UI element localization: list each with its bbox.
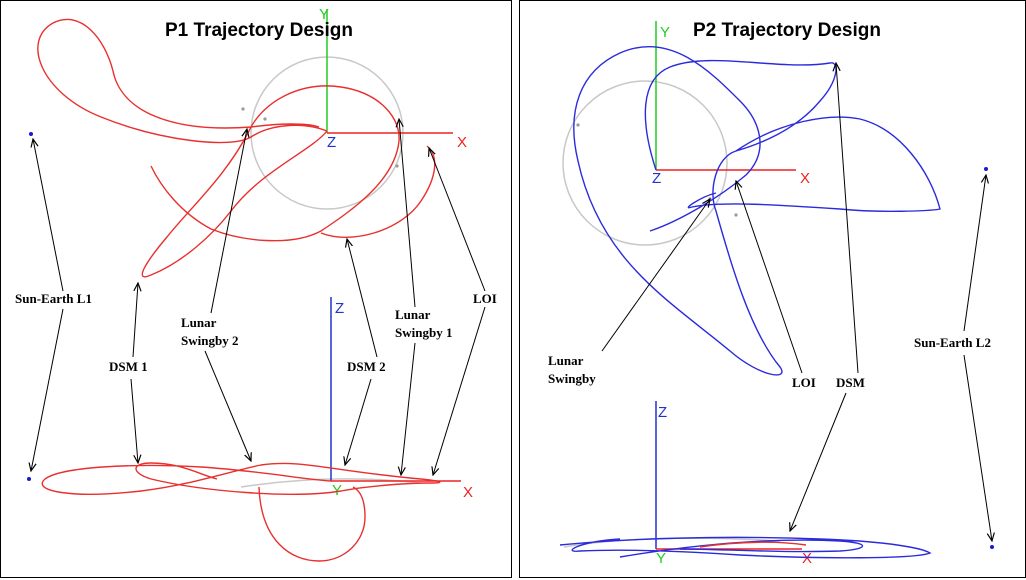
p2-label-lunar-swingby-line1: Lunar — [548, 353, 584, 368]
p1-arrow-loi-top — [429, 148, 486, 292]
p1-diagram: Y X Z Z X Y P1 Trajectory Design Sun-Ear… — [15, 6, 497, 562]
p1-bottom-z-label: Z — [335, 300, 344, 317]
p2-arrow-dsm-bottom — [790, 392, 847, 531]
p1-trajectory-side — [41, 462, 441, 562]
p1-point — [395, 164, 399, 168]
p1-label-lunar-swingby1-line2: Swingby 1 — [395, 325, 452, 340]
p1-label-lunar-swingby2-line1: Lunar — [181, 315, 217, 330]
p1-label-sun-earth-l1: Sun-Earth L1 — [15, 291, 92, 306]
p2-l2-point-top — [984, 167, 988, 171]
p2-label-sun-earth-l2: Sun-Earth L2 — [914, 335, 991, 350]
p1-arrow-dsm2-top — [347, 239, 378, 358]
p2-bottom-y-label: Y — [656, 550, 666, 567]
p2-top-x-label: X — [800, 170, 810, 187]
p1-panel: Y X Z Z X Y P1 Trajectory Design Sun-Ear… — [0, 0, 512, 578]
p2-moon-orbit-top — [562, 80, 728, 246]
p1-arrow-l1-bottom — [31, 308, 64, 471]
p1-label-lunar-swingby2-line2: Swingby 2 — [181, 333, 238, 348]
p2-title: P2 Trajectory Design — [693, 20, 881, 41]
p1-arrow-dsm2-bottom — [345, 378, 372, 465]
p1-l1-point-top — [29, 132, 33, 136]
p2-point — [576, 123, 580, 127]
p2-label-loi: LOI — [792, 375, 816, 390]
p1-label-dsm2: DSM 2 — [347, 359, 386, 374]
p2-bottom-x-label: X — [802, 550, 812, 567]
p1-top-y-label: Y — [319, 6, 329, 23]
p1-bottom-x-label: X — [463, 484, 473, 501]
p2-trajectory-side-highlight — [699, 541, 807, 548]
p1-point — [263, 117, 267, 121]
p1-bottom-y-label: Y — [332, 482, 342, 499]
p2-l2-point-bottom — [990, 545, 994, 549]
p1-arrow-l1-top — [33, 139, 64, 292]
p1-label-dsm1: DSM 1 — [109, 359, 148, 374]
p2-panel: Y X Z Z X Y P2 Trajectory Design Lunar S… — [519, 0, 1026, 578]
p1-arrow-dsm1-bottom — [130, 378, 138, 463]
p2-trajectory-side — [559, 536, 932, 559]
p1-top-z-label: Z — [327, 134, 336, 151]
p2-arrow-loi — [736, 181, 803, 374]
p1-arrow-swingby2-bottom — [204, 350, 251, 461]
p1-trajectory-top — [37, 18, 436, 278]
p1-arrow-loi-bottom — [433, 306, 486, 475]
p2-arrow-l2-top — [963, 175, 986, 332]
p1-label-loi: LOI — [473, 291, 497, 306]
p2-label-lunar-swingby-line2: Swingby — [548, 371, 596, 386]
p2-top-z-label: Z — [652, 170, 661, 187]
p1-leader-arrows — [31, 119, 486, 475]
p1-label-lunar-swingby1-line1: Lunar — [395, 307, 431, 322]
p1-point — [241, 107, 245, 111]
p2-arrow-dsm-top — [836, 63, 859, 374]
p2-top-y-label: Y — [660, 24, 670, 41]
p2-point — [734, 213, 738, 217]
p1-arrow-dsm1-top — [132, 283, 138, 358]
p2-diagram: Y X Z Z X Y P2 Trajectory Design Lunar S… — [548, 20, 1026, 567]
p2-label-dsm: DSM — [836, 375, 865, 390]
p2-arrow-l2-bottom — [963, 354, 992, 541]
p2-arrow-swingby — [601, 199, 710, 352]
p1-arrow-swingby2-top — [210, 129, 247, 314]
p2-leader-arrows — [601, 63, 992, 541]
p2-trajectory-top — [573, 46, 941, 376]
p1-l1-point-bottom — [27, 477, 31, 481]
p1-arrow-swingby1-bottom — [401, 342, 416, 475]
p1-title: P1 Trajectory Design — [165, 20, 353, 41]
p1-arrow-swingby1-top — [399, 119, 416, 308]
p2-bottom-z-label: Z — [658, 404, 667, 421]
p1-top-x-label: X — [457, 134, 467, 151]
